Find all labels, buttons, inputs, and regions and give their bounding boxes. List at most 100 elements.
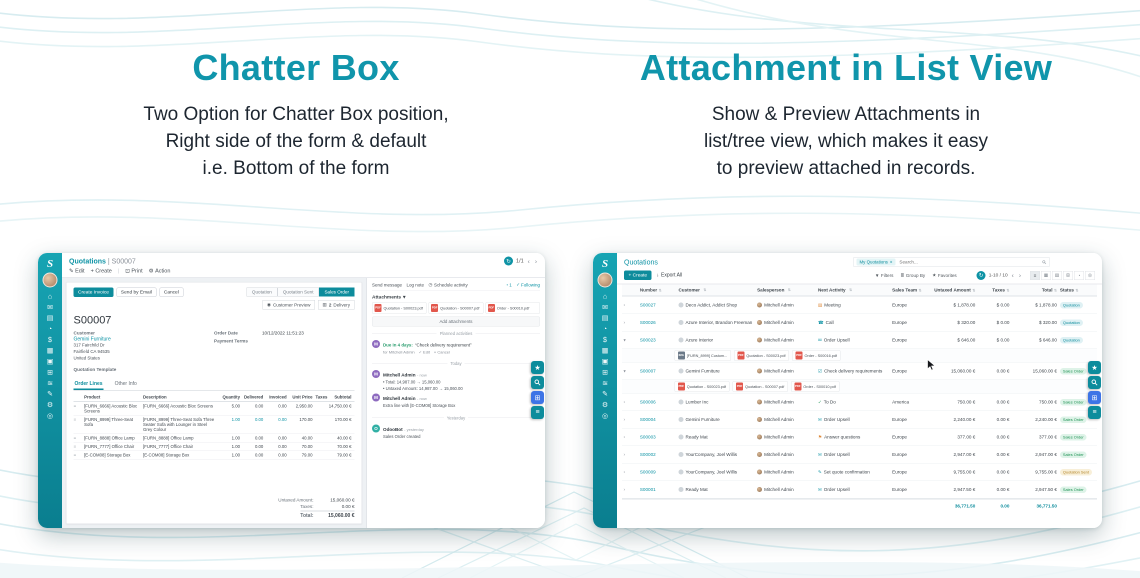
cell-next-activity[interactable]: Meeting [824, 302, 841, 308]
pager-prev-button[interactable]: ‹ [1011, 271, 1014, 280]
order-line-row[interactable]: ≡ [E-COM08] Storage Box [E-COM08] Storag… [73, 451, 355, 460]
calendar-icon[interactable]: ▤ [601, 313, 609, 322]
inventory-icon[interactable]: ▣ [46, 357, 54, 366]
quotation-row[interactable]: › S00002 YourCompany, Joel Willis Mitche… [622, 446, 1097, 464]
cell-next-activity[interactable]: Answer questions [824, 434, 861, 440]
bookmark-button[interactable]: ★ [1088, 361, 1101, 374]
quotation-row[interactable]: › S00001 Ready Mat Mitchell Admin ✉Order… [622, 481, 1097, 499]
expand-attachments-icon[interactable]: ▾ [623, 337, 626, 343]
create-invoice-button[interactable]: Create Invoice [73, 287, 114, 297]
cell-number[interactable]: S00009 [639, 469, 656, 475]
view-graph-icon[interactable]: ◔ [1074, 270, 1084, 280]
filters-menu[interactable]: ▼ Filters [874, 272, 894, 278]
cell-number[interactable]: S00001 [639, 487, 656, 492]
view-map-icon[interactable]: ◎ [1085, 270, 1095, 280]
attachment-chip[interactable]: PDF Quotation - S00007.pdf [428, 302, 484, 314]
cell-next-activity[interactable]: Order Upsell [823, 417, 850, 422]
print-button[interactable]: ⊡ Print [125, 267, 143, 274]
company-badge[interactable]: ↻ [504, 256, 514, 266]
customer-link[interactable]: Gemini Furniture [73, 336, 111, 343]
user-avatar[interactable] [42, 272, 58, 288]
follower-count[interactable]: ◔ 1 [505, 282, 512, 288]
settings-icon[interactable]: ⚙ [601, 400, 609, 409]
pager-prev-button[interactable]: ‹ [527, 257, 530, 265]
cancel-button[interactable]: Cancel [159, 287, 184, 297]
order-line-row[interactable]: ≡ [FURN_7777] Office Chair [FURN_7777] O… [73, 442, 355, 451]
cell-number[interactable]: S00023 [639, 337, 656, 343]
attachment-chip[interactable]: IMG [FURN_8999] Custom... [674, 350, 731, 361]
discuss-icon[interactable]: ✉ [602, 302, 608, 311]
quotation-row[interactable]: › S00003 Ready Mat Mitchell Admin ⚑Answe… [622, 429, 1097, 446]
expand-attachments-icon[interactable]: › [623, 417, 626, 422]
website-icon[interactable]: ◎ [601, 411, 609, 420]
order-line-row[interactable]: ≡ [FURN_8888] Office Lamp [FURN_8888] Of… [73, 434, 355, 443]
cell-number[interactable]: S00004 [639, 417, 656, 422]
accounting-icon[interactable]: ≋ [47, 378, 53, 387]
quotation-row[interactable]: › S00006 Lumber Inc Mitchell Admin ✓To D… [622, 394, 1097, 411]
website-icon[interactable]: ◎ [46, 411, 54, 420]
create-button[interactable]: + Create [624, 270, 652, 280]
sales-icon[interactable]: $ [603, 335, 607, 344]
app-logo[interactable]: S [46, 257, 54, 270]
breadcrumb-app[interactable]: Quotations [69, 257, 106, 265]
status-step[interactable]: Quotation Sent [277, 287, 319, 297]
drag-handle-icon[interactable]: ≡ [73, 443, 77, 449]
expand-attachments-icon[interactable]: › [623, 320, 626, 325]
activity-edit-button[interactable]: ✓ Edit [418, 350, 430, 355]
apps-icon[interactable]: ⊞ [47, 367, 53, 376]
search-button[interactable] [531, 376, 544, 389]
attachment-chip[interactable]: PDF Order - S00010.pdf [485, 302, 540, 314]
facet-remove-icon[interactable]: × [889, 259, 893, 265]
notebook-tab[interactable]: Order Lines [73, 379, 104, 390]
notes-icon[interactable]: ✎ [602, 389, 608, 398]
search-facet[interactable]: My Quotations × [856, 258, 896, 266]
cell-next-activity[interactable]: Order Upsell [823, 487, 850, 492]
company-badge[interactable]: ↻ [976, 270, 986, 280]
drag-handle-icon[interactable]: ≡ [73, 452, 77, 458]
settings-icon[interactable]: ⚙ [46, 400, 54, 409]
cell-next-activity[interactable]: Order Upsell [823, 337, 850, 343]
user-avatar[interactable] [597, 272, 613, 288]
dashboard-icon[interactable]: ▦ [46, 346, 54, 355]
view-list-icon[interactable]: ≡ [1030, 270, 1040, 280]
attachment-chip[interactable]: PDF Order - S00010.pdf [790, 381, 840, 392]
pager-next-button[interactable]: › [1018, 271, 1021, 280]
apps-grid-button[interactable]: ⊞ [531, 391, 544, 404]
crm-icon[interactable]: ◔ [47, 324, 53, 333]
chatter-message[interactable]: M Mitchell Admin- now Extra line with [E… [372, 393, 540, 409]
home-icon[interactable]: ⌂ [47, 292, 53, 300]
add-attachments-button[interactable]: Add attachments [372, 316, 540, 327]
send-by-email-button[interactable]: Send by Email [116, 287, 157, 297]
sales-icon[interactable]: $ [48, 335, 52, 344]
schedule-activity-button[interactable]: ◷ Schedule activity [428, 282, 468, 288]
view-kanban-icon[interactable]: ▦ [1041, 270, 1051, 280]
delivery-smart-button[interactable]: ▥ 2 Delivery [318, 300, 355, 310]
notes-icon[interactable]: ✎ [47, 389, 53, 398]
dashboard-icon[interactable]: ▦ [601, 346, 609, 355]
cell-number[interactable]: S00027 [639, 302, 656, 308]
chatter-message[interactable]: O OdooBot- yesterday Sales Order created [372, 424, 540, 439]
activity-cancel-button[interactable]: × Cancel [433, 350, 450, 355]
quotation-row[interactable]: ▾ S00023 Azure Interior Mitchell Admin ✉… [622, 332, 1097, 349]
expand-attachments-icon[interactable]: ▾ [623, 368, 626, 374]
create-button[interactable]: + Create [90, 267, 112, 274]
cell-number[interactable]: S00002 [639, 452, 656, 457]
cell-next-activity[interactable]: Order Upsell [823, 452, 850, 457]
expand-attachments-icon[interactable]: › [623, 452, 626, 457]
log-note-button[interactable]: Log note [406, 282, 425, 288]
home-icon[interactable]: ⌂ [602, 292, 608, 300]
order-line-row[interactable]: ≡ [FURN_8999] Three-Seat Sofa [FURN_8999… [73, 415, 355, 434]
attachment-chip[interactable]: PDF Quotation - S00007.pdf [732, 381, 788, 392]
menu-button[interactable]: ≡ [531, 406, 544, 419]
inventory-icon[interactable]: ▣ [601, 357, 609, 366]
expand-attachments-icon[interactable]: › [623, 302, 626, 308]
edit-button[interactable]: ✎ Edit [69, 267, 85, 274]
status-step[interactable]: Sales Order [318, 287, 355, 297]
search-box[interactable]: My Quotations × [853, 257, 1050, 267]
cell-next-activity[interactable]: Check delivery requirements [824, 368, 883, 374]
status-step[interactable]: Quotation [246, 287, 278, 297]
cell-next-activity[interactable]: Set quote confirmation [823, 469, 870, 475]
attachment-chip[interactable]: PDF Quotation - S00023.pdf [372, 302, 427, 314]
attachment-chip[interactable]: PDF Quotation - S00023.pdf [674, 381, 730, 392]
group-by-menu[interactable]: ≣ Group By [900, 272, 926, 278]
